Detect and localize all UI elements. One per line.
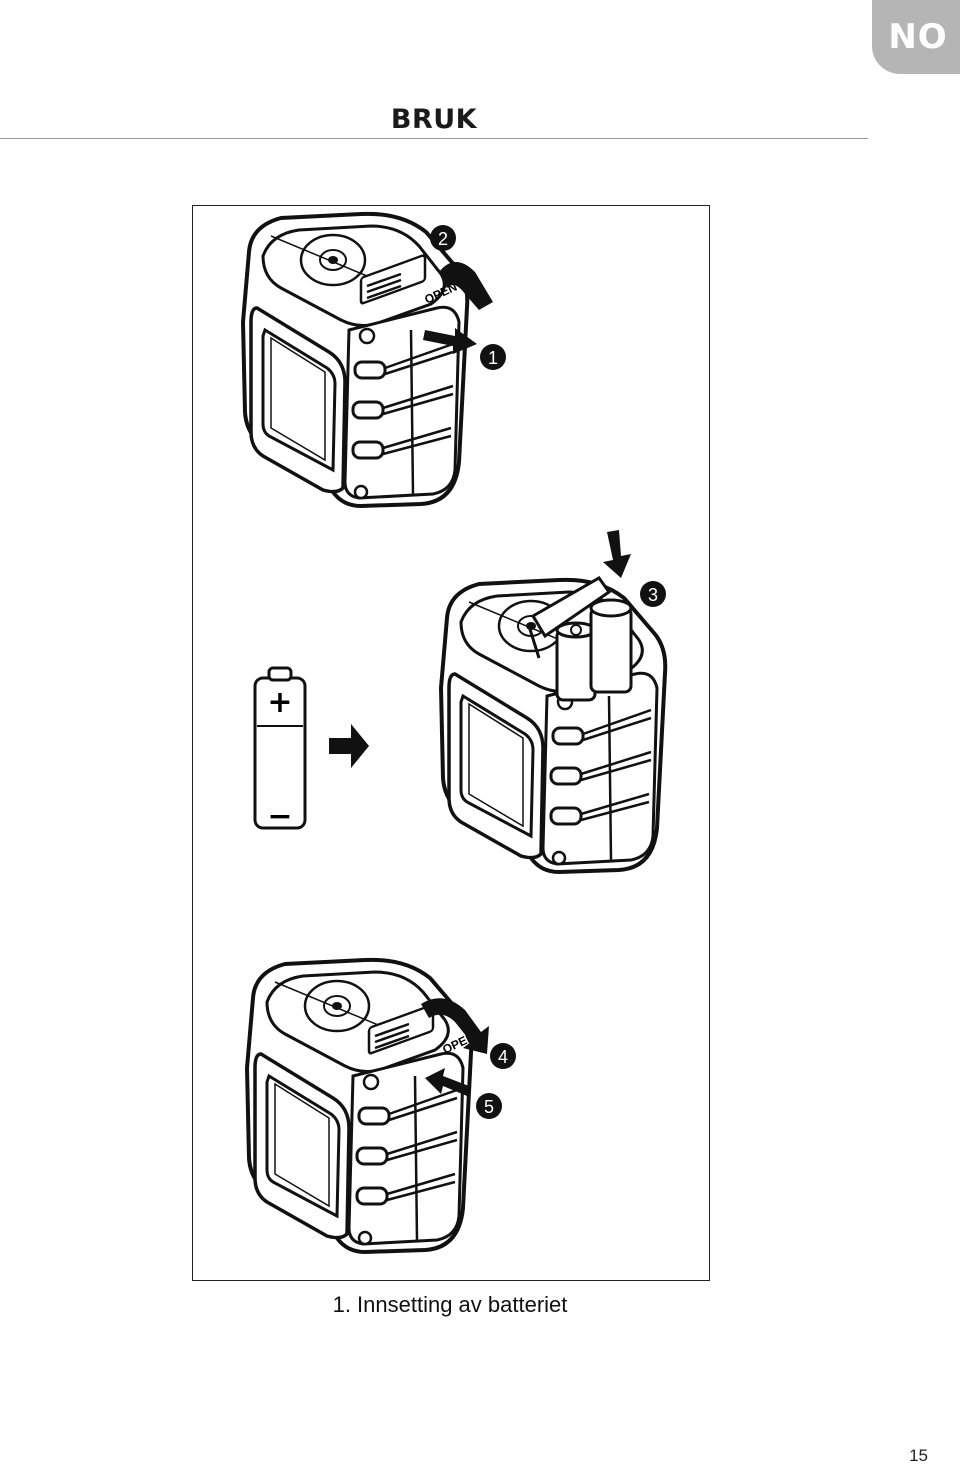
svg-text:2: 2 (438, 229, 448, 249)
aa-battery: + − (253, 666, 307, 834)
figure-illustration: OPEN 2 1 + − (241, 211, 668, 1254)
title-divider (0, 138, 868, 139)
push-arrow-bottom-icon (425, 1068, 469, 1096)
svg-text:1: 1 (488, 348, 498, 368)
inserted-batteries (527, 576, 633, 702)
battery-insertion-figure: OPEN 2 1 + − (192, 205, 710, 1281)
language-tab: NO (872, 0, 960, 74)
arrow-right-icon (329, 724, 369, 768)
step-3-badge: 3 (640, 581, 666, 607)
svg-text:4: 4 (498, 1047, 508, 1067)
battery-plus-sign: + (267, 685, 292, 720)
figure-caption: 1. Innsetting av batteriet (332, 1292, 568, 1317)
svg-text:5: 5 (484, 1097, 494, 1117)
down-arrow-icon (603, 530, 631, 578)
curved-arrow-close-icon (421, 998, 489, 1054)
battery-minus-sign: − (267, 799, 292, 834)
step-1-badge: 1 (480, 344, 506, 370)
svg-text:3: 3 (648, 585, 658, 605)
push-arrow-icon (423, 328, 477, 354)
step-2-badge: 2 (430, 225, 456, 251)
section-title: BRUK (390, 104, 478, 135)
curved-arrow-icon (439, 262, 493, 310)
page-number: 15 (909, 1446, 928, 1465)
step-5-badge: 5 (476, 1093, 502, 1119)
device-top: OPEN (241, 211, 470, 508)
step-4-badge: 4 (490, 1043, 516, 1069)
